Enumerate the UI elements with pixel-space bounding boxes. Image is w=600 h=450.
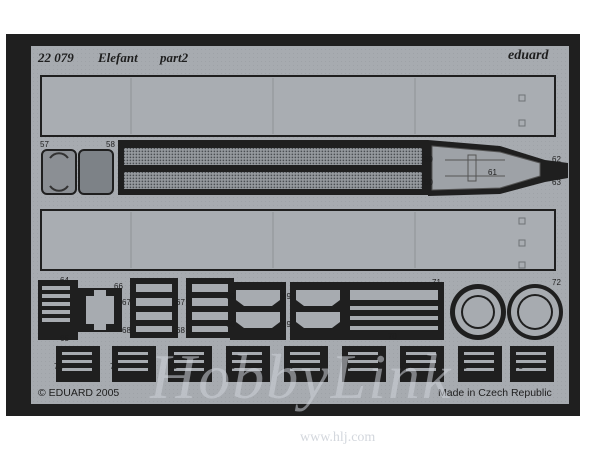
part-57 (41, 149, 77, 195)
kit-title: Elefant (98, 50, 138, 65)
part-label-59: 59 (424, 155, 433, 164)
part-label-65: 65 (60, 334, 69, 343)
mesh-strip-60 (124, 172, 422, 189)
part-label-64: 64 (60, 276, 69, 285)
part-label-73g: 73 (400, 362, 409, 371)
brand-logo: eduard (508, 48, 549, 63)
part-label-73f: 73 (342, 362, 351, 371)
watermark-main: HobbyLink (150, 341, 453, 412)
part-label-61: 61 (488, 168, 497, 177)
watermark-url: www.hlj.com (300, 430, 376, 445)
part-label-72: 72 (552, 278, 561, 287)
part-label-60: 60 (424, 178, 433, 187)
part-58 (78, 149, 114, 195)
lower-panel (40, 209, 556, 271)
part-label-73i: 73 (514, 362, 523, 371)
part-label-66: 66 (114, 282, 123, 291)
part-label-69b: 69 (282, 292, 291, 301)
kit-part: part2 (160, 50, 189, 65)
part-label-68b: 68 (176, 326, 185, 335)
part-label-69a: 69 (226, 292, 235, 301)
part-label-62: 62 (552, 155, 561, 164)
copyright-text: © EDUARD 2005 (38, 387, 120, 399)
part-label-73a: 73 (54, 362, 63, 371)
part-label-73h: 73 (458, 362, 467, 371)
part-label-69c: 69 (226, 320, 235, 329)
part-label-57: 57 (40, 140, 49, 149)
part-label-69d: 69 (282, 320, 291, 329)
part-label-68a: 68 (122, 326, 131, 335)
part-label-73c: 73 (168, 362, 177, 371)
part-label-73b: 73 (110, 362, 119, 371)
part-label-73e: 73 (284, 362, 293, 371)
mesh-strip-59 (124, 148, 422, 165)
upper-panel (40, 75, 556, 137)
parts-row (38, 278, 563, 340)
kit-code: 22 079 (38, 50, 74, 65)
part-label-73d: 73 (226, 362, 235, 371)
part-label-63: 63 (552, 178, 561, 187)
part-label-58: 58 (106, 140, 115, 149)
part-label-67a: 67 (122, 298, 131, 307)
part-label-70: 70 (388, 332, 397, 341)
part-label-67b: 67 (176, 298, 185, 307)
origin-text: Made in Czech Republic (438, 387, 552, 399)
part-label-71: 71 (432, 278, 441, 287)
parts-row-73 (56, 346, 554, 382)
